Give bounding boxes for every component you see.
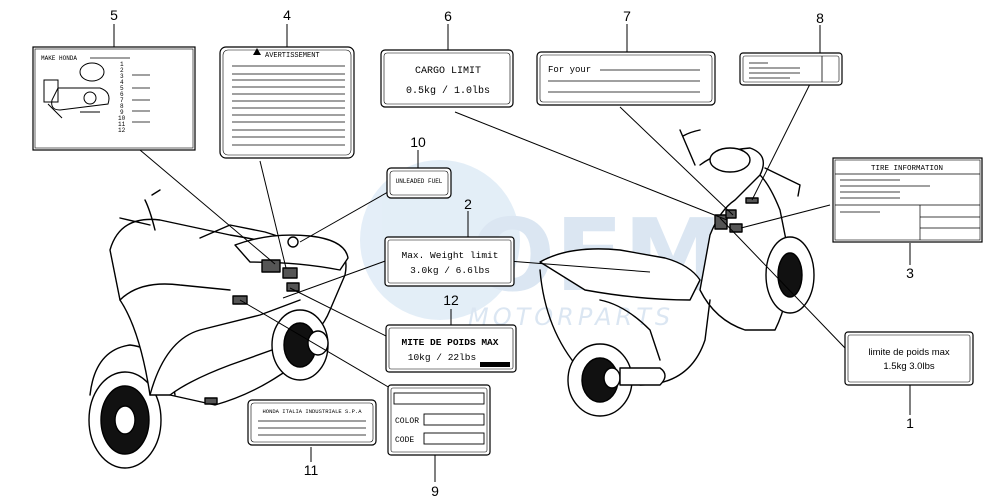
label-1-line1: limite de poids max xyxy=(868,347,950,358)
callout-7: 7 xyxy=(623,8,631,24)
idx-11: 11 xyxy=(118,121,126,128)
right-scooter-illustration xyxy=(539,129,815,417)
callout-8: 8 xyxy=(816,10,824,26)
label-7-line1: For your xyxy=(548,65,591,75)
label-9-color-code: COLOR CODE xyxy=(387,384,491,456)
idx-7: 7 xyxy=(120,97,124,104)
label-1-limite-de-poids: limite de poids max 1.5kg 3.0lbs xyxy=(844,331,974,386)
label-12-mite-de-poids: MITE DE POIDS MAX 10kg / 22lbs xyxy=(385,324,517,373)
callout-11: 11 xyxy=(304,462,319,478)
idx-10: 10 xyxy=(118,115,126,122)
callout-4: 4 xyxy=(283,7,291,23)
idx-9: 9 xyxy=(120,109,124,116)
label-6-line1: CARGO LIMIT xyxy=(415,66,481,77)
label-9-code: CODE xyxy=(395,436,414,445)
callout-2: 2 xyxy=(464,196,472,212)
label-6-line2: 0.5kg / 1.0lbs xyxy=(406,85,490,97)
label-1-line2: 1.5kg 3.0lbs xyxy=(883,361,934,372)
label-11-honda-italia: HONDA ITALIA INDUSTRIALE S.P.A xyxy=(247,399,377,446)
label-3-title: TIRE INFORMATION xyxy=(871,165,943,173)
idx-12: 12 xyxy=(118,127,126,134)
label-2-max-weight-limit: Max. Weight limit 3.0kg / 6.6lbs xyxy=(384,236,515,287)
warning-triangle-icon xyxy=(253,48,261,55)
idx-6: 6 xyxy=(120,91,124,98)
label-2-line2: 3.0kg / 6.6lbs xyxy=(410,265,490,276)
callout-10: 10 xyxy=(410,134,426,150)
callout-3: 3 xyxy=(906,265,914,281)
label-5-make-honda: MAKE HONDA 1 2 3 4 5 6 7 8 9 10 11 12 xyxy=(32,46,196,151)
label-3-tire-information: TIRE INFORMATION xyxy=(832,157,983,243)
label-5-index: 1 2 3 4 5 6 7 8 9 10 11 12 xyxy=(118,61,126,134)
leader-lines xyxy=(113,24,911,482)
label-12-line1: MITE DE POIDS MAX xyxy=(402,337,499,348)
label-4-avertissement: AVERTISSEMENT xyxy=(219,46,355,159)
idx-2: 2 xyxy=(120,67,124,74)
idx-4: 4 xyxy=(120,79,124,86)
callout-1: 1 xyxy=(906,415,914,431)
label-9-color: COLOR xyxy=(395,417,419,426)
label-4-title: AVERTISSEMENT xyxy=(265,52,320,60)
label-11-title: HONDA ITALIA INDUSTRIALE S.P.A xyxy=(262,408,362,415)
callout-5: 5 xyxy=(110,7,118,23)
callout-9: 9 xyxy=(431,483,439,499)
callout-numbers: 5 4 6 7 8 10 2 3 12 1 11 9 xyxy=(110,7,914,499)
engine-icon xyxy=(43,62,110,119)
label-7-for-your: For your xyxy=(536,51,716,106)
label-2-line1: Max. Weight limit xyxy=(402,250,499,261)
label-6-cargo-limit: CARGO LIMIT 0.5kg / 1.0lbs xyxy=(380,49,514,108)
idx-3: 3 xyxy=(120,73,124,80)
label-8 xyxy=(739,52,843,86)
label-10-line1: UNLEADED FUEL xyxy=(396,178,443,185)
callout-6: 6 xyxy=(444,8,452,24)
label-12-line2: 10kg / 22lbs xyxy=(408,352,476,363)
idx-5: 5 xyxy=(120,85,124,92)
idx-8: 8 xyxy=(120,103,124,110)
label-5-title: MAKE HONDA xyxy=(41,55,77,62)
idx-1: 1 xyxy=(120,61,124,68)
label-10-unleaded-fuel: UNLEADED FUEL xyxy=(386,167,452,199)
callout-12: 12 xyxy=(443,292,459,308)
